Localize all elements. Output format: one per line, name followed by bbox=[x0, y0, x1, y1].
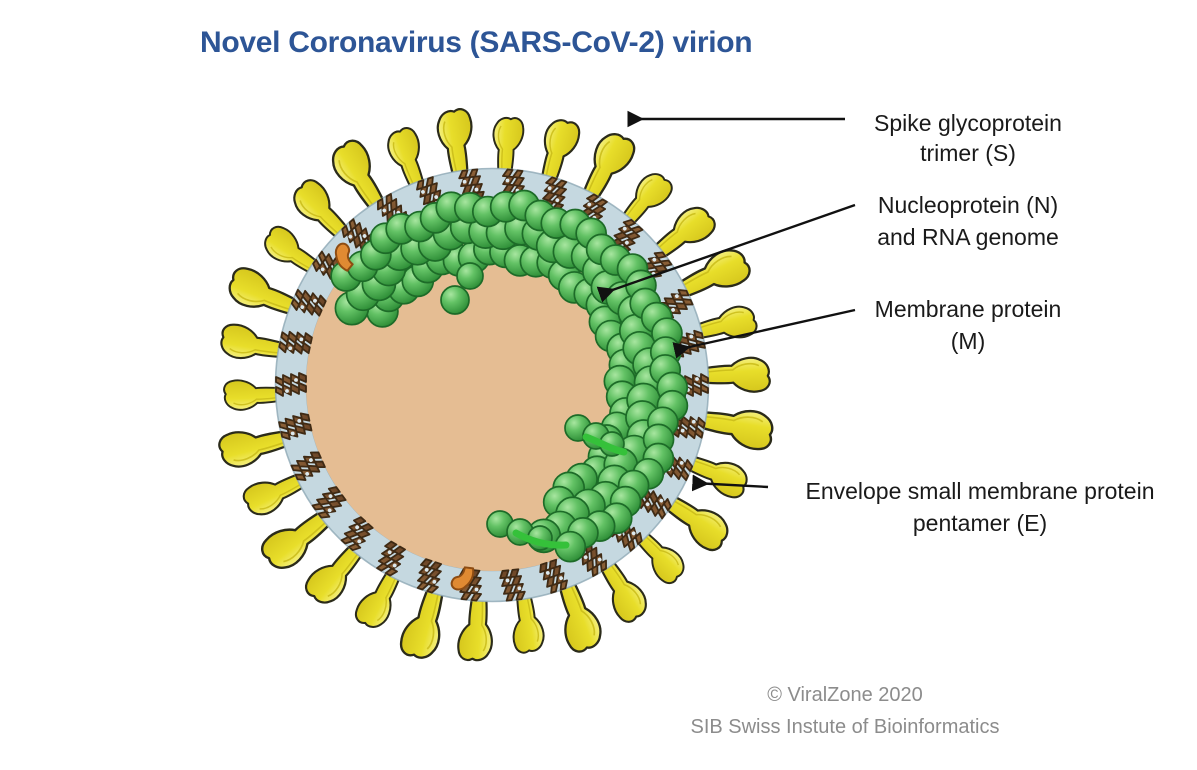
credit-line-copyright: © ViralZone 2020 bbox=[767, 684, 923, 706]
label-nucleoprotein: Nucleoprotein (N) and RNA genome bbox=[877, 192, 1059, 250]
leader-lines bbox=[596, 110, 856, 492]
rna-genome-strand bbox=[512, 433, 628, 549]
label-membrane-protein: Membrane protein (M) bbox=[875, 296, 1062, 354]
leader-line-membrane bbox=[672, 308, 856, 359]
label-nucleoprotein-line1: Nucleoprotein (N) bbox=[878, 192, 1058, 218]
leader-line-envelope bbox=[691, 474, 769, 492]
label-membrane-line2: (M) bbox=[951, 328, 985, 354]
credit-block: © ViralZone 2020 SIB Swiss Instute of Bi… bbox=[690, 684, 999, 738]
label-nucleoprotein-line2: and RNA genome bbox=[877, 224, 1059, 250]
credit-line-organisation: SIB Swiss Instute of Bioinformatics bbox=[690, 716, 999, 738]
page-title: Novel Coronavirus (SARS-CoV-2) virion bbox=[200, 26, 752, 59]
nucleoprotein-bead bbox=[440, 285, 470, 315]
label-membrane-line1: Membrane protein bbox=[875, 296, 1062, 322]
leader-line-nucleoprotein bbox=[596, 203, 856, 303]
label-spike-line2: trimer (S) bbox=[920, 140, 1016, 166]
label-envelope-protein: Envelope small membrane protein pentamer… bbox=[805, 478, 1154, 536]
label-envelope-line1: Envelope small membrane protein bbox=[805, 478, 1154, 504]
label-envelope-line2: pentamer (E) bbox=[913, 510, 1047, 536]
lipid-bilayer-outline-outer bbox=[274, 167, 710, 603]
virion-particle bbox=[215, 106, 777, 663]
label-spike-line1: Spike glycoprotein bbox=[874, 110, 1062, 136]
nucleoprotein-bead bbox=[456, 262, 484, 290]
label-spike-glycoprotein: Spike glycoprotein trimer (S) bbox=[874, 110, 1062, 166]
nucleoprotein-rna-layer bbox=[330, 189, 689, 563]
